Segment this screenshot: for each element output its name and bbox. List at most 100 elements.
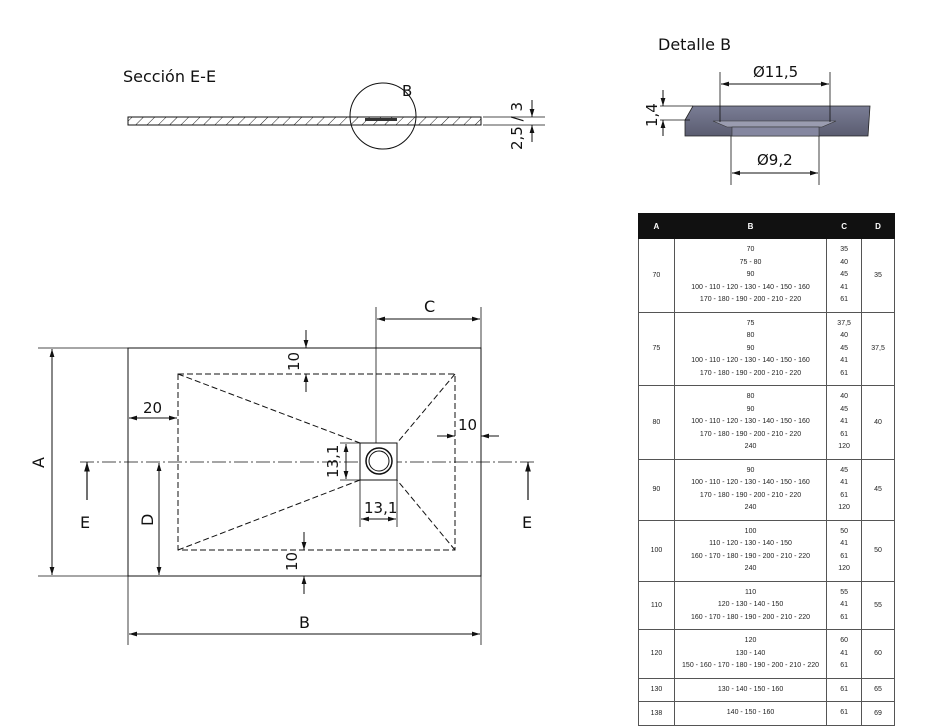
cell-line: 110 - 120 - 130 - 140 - 150 <box>709 540 792 547</box>
cell-line: 90 <box>746 405 755 413</box>
section-mark-left: E <box>80 513 90 532</box>
cell-line: 41 <box>840 479 849 486</box>
cell-line: 240 <box>744 565 757 572</box>
cell-D: 40 <box>861 385 895 460</box>
cell-line: 140 - 150 - 160 <box>726 709 775 716</box>
section-mark-right: E <box>522 513 532 532</box>
header-D: D <box>861 213 895 239</box>
cell-line: 100 - 110 - 120 - 130 - 140 - 150 - 160 <box>691 357 810 364</box>
cell-line: 100 - 110 - 120 - 130 - 140 - 150 - 160 <box>691 283 810 291</box>
cell-line: 160 - 170 - 180 - 190 - 200 - 210 - 220 <box>690 552 811 560</box>
dimension-D-label: D <box>138 514 157 526</box>
cell-A: 75 <box>638 311 675 386</box>
margin-left-label: 20 <box>143 399 162 417</box>
cell-line: 170 - 180 - 190 - 200 - 210 - 220 <box>699 369 802 377</box>
table-row: 100 100 110 - 120 - 130 - 140 - 150 160 - 1… <box>638 519 895 582</box>
cell-A: 130 <box>638 677 675 702</box>
cell-line: 120 <box>838 443 850 450</box>
cell-A: 138 <box>638 701 675 726</box>
margin-top-label: 10 <box>285 352 303 371</box>
table-header: A B C D <box>638 213 895 239</box>
cell-line: 41 <box>840 283 849 291</box>
cell-line: 170 - 180 - 190 - 200 - 210 - 220 <box>699 491 802 499</box>
cell-line: 120 <box>744 637 757 644</box>
cell-line: 55 <box>840 588 849 596</box>
cell-line: 61 <box>840 552 849 560</box>
section-drain <box>365 118 397 121</box>
dimension-A-label: A <box>29 457 48 468</box>
plan-view: A D B C 10 10 20 10 13,1 <box>29 297 535 645</box>
cell-line: 61 <box>840 613 849 621</box>
cell-line: 61 <box>840 491 849 499</box>
cell-line: 41 <box>840 418 849 425</box>
cell-line: 41 <box>840 540 849 547</box>
cell-C: 61 <box>826 701 863 726</box>
cell-line: 130 - 140 <box>735 649 766 657</box>
cell-C: 55 41 61 <box>826 580 863 630</box>
cell-A: 100 <box>638 519 675 582</box>
cell-D: 45 <box>861 458 895 521</box>
cell-line: 120 <box>838 565 850 572</box>
cell-D: 60 <box>861 629 895 679</box>
cell-D: 50 <box>861 519 895 582</box>
cell-line: 40 <box>840 258 849 266</box>
table-row: 138 140 - 150 - 160 61 69 <box>638 701 895 726</box>
cell-line: 130 - 140 - 150 - 160 <box>717 685 784 693</box>
cell-line: 40 <box>840 393 849 400</box>
cell-line: 41 <box>840 649 849 657</box>
drain-circle <box>365 447 393 475</box>
height-label: 1,4 <box>643 103 661 127</box>
drain-height-label: 13,1 <box>324 445 342 478</box>
cell-D: 35 <box>861 238 895 313</box>
thickness-dimension: 2,5 / 3 <box>508 102 526 150</box>
cell-line: 60 <box>840 637 849 644</box>
detail-title: Detalle B <box>658 35 731 54</box>
cell-line: 61 <box>840 685 849 693</box>
cell-line: 75 - 80 <box>739 258 762 266</box>
cell-A: 120 <box>638 629 675 679</box>
cell-line: 240 <box>744 443 757 450</box>
dimension-B-label: B <box>299 613 310 632</box>
table-row: 120 120 130 - 140 150 - 160 - 170 - 180 - 1… <box>638 629 895 679</box>
cell-line: 240 <box>744 504 757 511</box>
cell-A: 110 <box>638 580 675 630</box>
cell-line: 170 - 180 - 190 - 200 - 210 - 220 <box>699 296 802 303</box>
cell-D: 69 <box>861 701 895 726</box>
cell-line: 100 <box>744 527 757 535</box>
cell-line: 45 <box>840 344 849 352</box>
header-C: C <box>826 213 863 239</box>
detail-view: Detalle B Ø11,5 Ø9,2 1,4 <box>643 35 871 185</box>
cell-line: 37,5 <box>837 319 851 327</box>
cell-line: 100 - 110 - 120 - 130 - 140 - 150 - 160 <box>691 418 810 425</box>
drain-width-label: 13,1 <box>364 499 397 517</box>
cell-A: 70 <box>638 238 675 313</box>
cell-line: 61 <box>840 369 849 377</box>
cell-line: 61 <box>840 709 849 716</box>
cell-line: 170 - 180 - 190 - 200 - 210 - 220 <box>699 430 802 438</box>
cell-line: 90 <box>746 271 755 278</box>
detail-ref-label: B <box>402 82 412 100</box>
cell-line: 100 - 110 - 120 - 130 - 140 - 150 - 160 <box>691 479 810 486</box>
cell-line: 41 <box>840 601 849 608</box>
cell-line: 75 <box>746 319 755 327</box>
detail-circle <box>349 82 417 150</box>
cell-B: 130 - 140 - 150 - 160 <box>673 677 828 702</box>
cell-line: 150 - 160 - 170 - 180 - 190 - 200 - 210 … <box>682 662 820 669</box>
cell-A: 90 <box>638 458 675 521</box>
cell-B: 120 130 - 140 150 - 160 - 170 - 180 - 190 … <box>673 629 828 679</box>
cell-A: 80 <box>638 385 675 460</box>
cell-line: 120 - 130 - 140 - 150 <box>717 601 784 608</box>
cell-line: 61 <box>840 296 849 303</box>
cell-line: 110 <box>744 588 757 596</box>
